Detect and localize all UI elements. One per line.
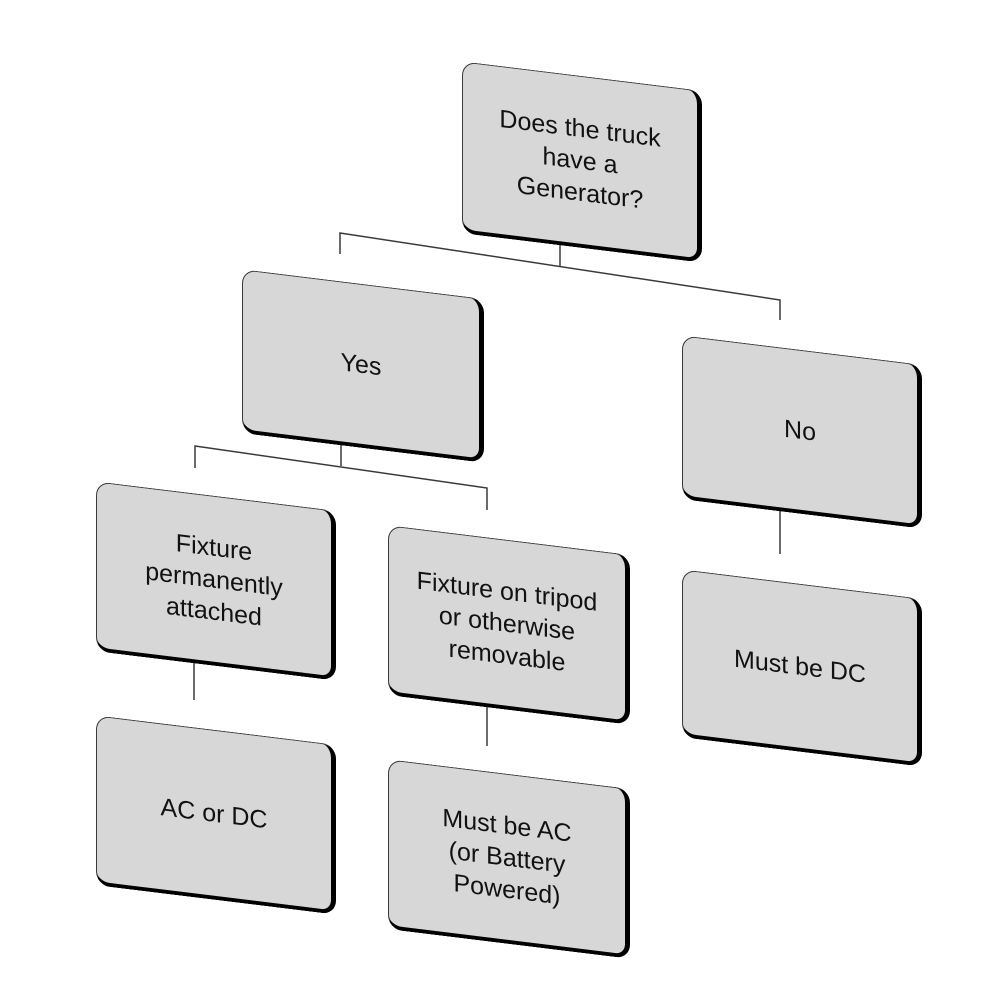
node-must-be-dc-label: Must be DC: [734, 644, 866, 689]
node-root-question: Does the truck have a Generator?: [462, 61, 702, 263]
connector-yes-branch: [194, 445, 488, 510]
node-must-be-dc: Must be DC: [682, 569, 922, 767]
node-yes-label: Yes: [340, 347, 382, 381]
node-no: No: [682, 335, 922, 529]
node-yes: Yes: [242, 269, 484, 463]
node-must-be-ac-label: Must be AC (or Battery Powered): [442, 803, 572, 910]
node-must-be-ac: Must be AC (or Battery Powered): [388, 759, 630, 959]
node-fixture-permanent: Fixture permanently attached: [96, 481, 336, 681]
node-ac-or-dc-label: AC or DC: [160, 792, 268, 834]
node-no-label: No: [784, 414, 816, 447]
node-fixture-removable-label: Fixture on tripod or otherwise removable: [416, 566, 598, 677]
node-fixture-permanent-label: Fixture permanently attached: [145, 528, 283, 632]
node-ac-or-dc: AC or DC: [96, 715, 336, 915]
connector-root-branch: [339, 232, 781, 320]
node-fixture-removable: Fixture on tripod or otherwise removable: [388, 525, 630, 725]
node-root-label: Does the truck have a Generator?: [499, 104, 661, 215]
